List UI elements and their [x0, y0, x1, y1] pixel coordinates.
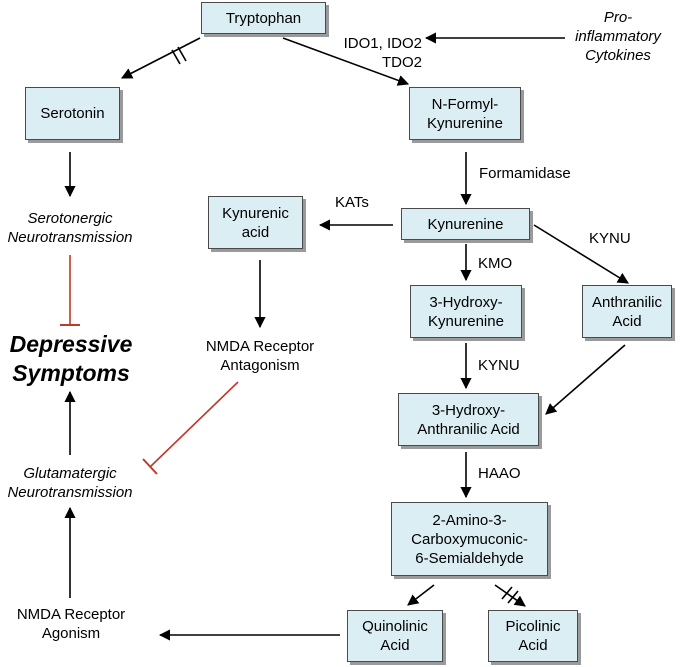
label-kynu-top: KYNU: [589, 230, 631, 247]
label-haao: HAAO: [478, 465, 521, 482]
node-kynurenic-acid: Kynurenic acid: [208, 196, 303, 249]
label-depressive-symptoms: Depressive Symptoms: [9, 331, 133, 386]
label-kmo: KMO: [478, 255, 513, 272]
node-quinolinic-acid: Quinolinic Acid: [347, 610, 443, 662]
label-nmda-receptor-agonism: NMDA Receptor Agonism: [16, 606, 126, 642]
node-serotonin: Serotonin: [25, 87, 120, 140]
label-ido-tdo: IDO1, IDO2 TDO2: [343, 35, 422, 71]
label-kynu-mid: KYNU: [478, 357, 520, 374]
arrow-tryptophan-serotonin: [121, 37, 201, 79]
arrow-kynurenine-anthranilic: [533, 224, 629, 284]
label-glutamatergic-neurotransmission: Glutamatergic Neurotransmission: [7, 465, 133, 501]
block-mark-2a: [501, 586, 513, 600]
node-3-hydroxy-kynurenine: 3-Hydroxy- Kynurenine: [410, 285, 522, 338]
node-tryptophan: Tryptophan: [201, 2, 326, 34]
label-pro-inflammatory-cytokines: Pro- inflammatory Cytokines: [575, 9, 661, 64]
node-n-formyl-kynurenine: N-Formyl- Kynurenine: [409, 87, 521, 140]
arrow-tryptophan-nfk: [282, 37, 410, 86]
label-serotonergic-neurotransmission: Serotonergic Neurotransmission: [7, 210, 133, 246]
label-nmda-receptor-antagonism: NMDA Receptor Antagonism: [205, 338, 315, 374]
block-mark-1a: [171, 49, 181, 65]
inhibit-antagonism-glutamatergic: [149, 381, 239, 468]
block-mark-1b: [177, 46, 187, 62]
node-picolinic-acid: Picolinic Acid: [488, 610, 578, 662]
arrow-acms-quinolinic: [407, 584, 435, 606]
label-kats: KATs: [335, 194, 369, 211]
node-kynurenine: Kynurenine: [401, 208, 530, 240]
arrow-acms-picolinic: [494, 584, 526, 607]
node-anthranilic-acid: Anthranilic Acid: [582, 285, 672, 338]
node-3-hydroxy-anthranilic-acid: 3-Hydroxy- Anthranilic Acid: [398, 393, 539, 446]
node-acms: 2-Amino-3- Carboxymuconic- 6-Semialdehyd…: [391, 502, 548, 576]
label-formamidase: Formamidase: [479, 165, 571, 182]
inhibit-bar-2: [142, 458, 158, 475]
block-mark-2b: [507, 590, 519, 604]
arrow-anthranilic-3haa: [545, 344, 626, 415]
